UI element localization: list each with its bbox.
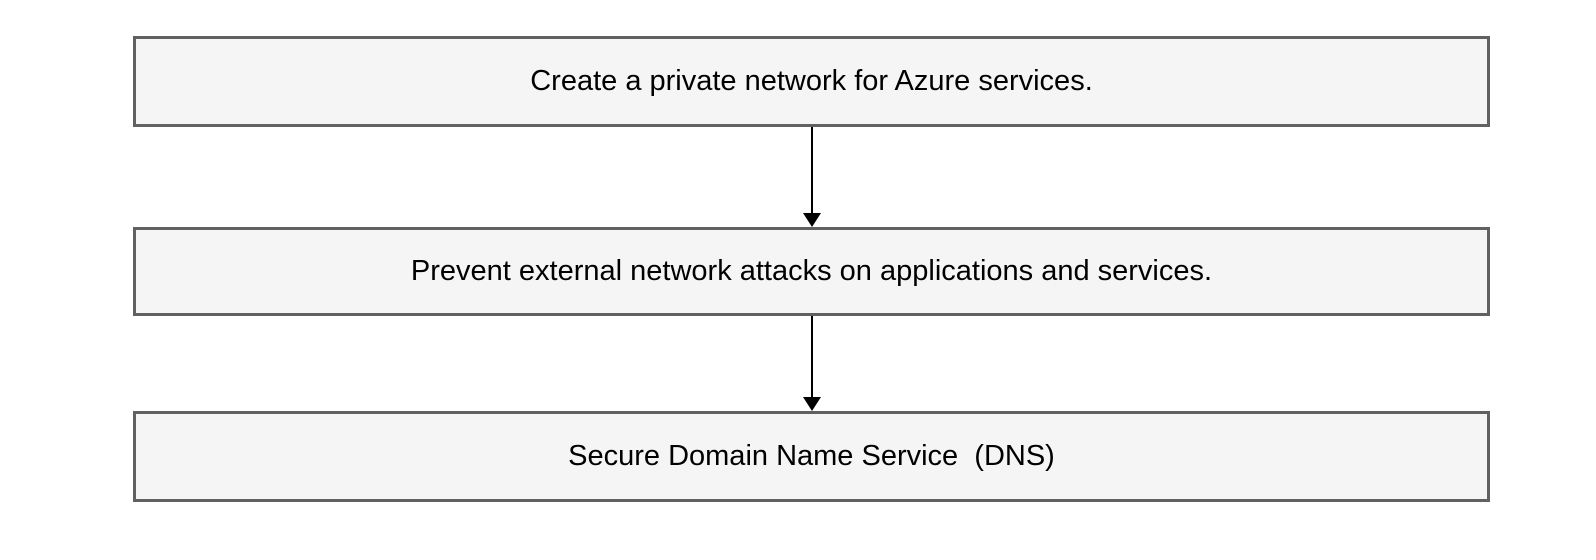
flow-node-step-3: Secure Domain Name Service (DNS) [133,411,1490,502]
arrow-down-icon [803,213,821,227]
arrow-down-icon [803,397,821,411]
connector-arrow-2 [802,316,822,411]
flow-node-label: Secure Domain Name Service (DNS) [568,440,1055,473]
arrow-stem [811,127,813,215]
connector-arrow-1 [802,127,822,227]
arrow-stem [811,316,813,399]
flow-node-step-1: Create a private network for Azure servi… [133,36,1490,127]
flow-node-label: Prevent external network attacks on appl… [410,255,1213,288]
flow-node-label: Create a private network for Azure servi… [530,65,1093,98]
flow-node-step-2: Prevent external network attacks on appl… [133,227,1490,316]
